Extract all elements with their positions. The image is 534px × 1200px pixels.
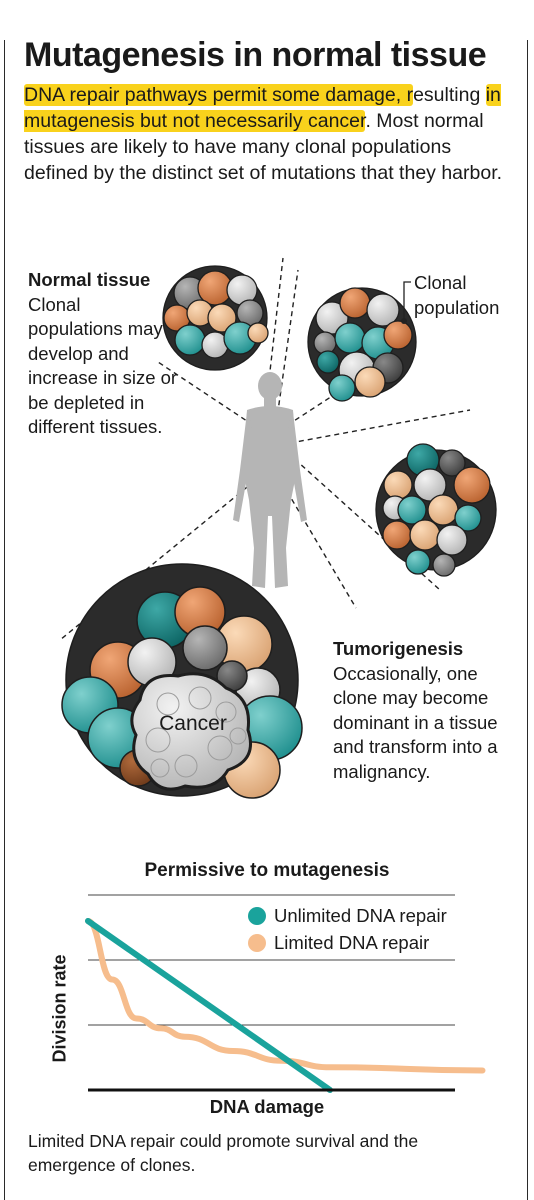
cancer-label: Cancer (159, 712, 227, 735)
chart-title: Permissive to mutagenesis (144, 860, 390, 881)
legend-label-unlimited: Unlimited DNA repair (274, 904, 447, 926)
series-line-unlimited-dna-repair (85, 918, 333, 1093)
chart-plot-area (85, 894, 486, 1093)
chart-x-axis-label: DNA damage (209, 1096, 325, 1117)
intro-text: DNA repair pathways permit some damage, … (24, 82, 514, 186)
chart-y-axis-label: Division rate (49, 954, 70, 1063)
intro-highlight-1: DNA repair pathways permit some damage, … (24, 84, 414, 106)
clonal-population-label: Clonal population (414, 272, 500, 318)
chart-caption: Limited DNA repair could promote surviva… (28, 1131, 419, 1175)
chart-legend: Unlimited DNA repair Limited DNA repair (248, 902, 447, 956)
human-body-icon (233, 372, 307, 588)
left-border-line (4, 40, 5, 1200)
tumorigenesis-heading: Tumorigenesis (333, 638, 464, 659)
clonal-pointer (401, 281, 411, 324)
legend-swatch-limited (248, 933, 266, 952)
intro-text-1: esulting (413, 84, 486, 106)
normal-tissue-heading: Normal tissue (28, 269, 151, 290)
legend-item-limited: Limited DNA repair (248, 929, 447, 956)
clone-cluster-2 (307, 287, 417, 402)
legend-label-limited: Limited DNA repair (274, 931, 430, 953)
legend-item-unlimited: Unlimited DNA repair (248, 902, 447, 929)
clone-cluster-1 (162, 265, 269, 371)
clone-cluster-3 (375, 443, 497, 577)
normal-tissue-body: Clonal populations may develop and incre… (28, 293, 178, 438)
tumor-cluster (61, 563, 303, 799)
legend-swatch-unlimited (248, 906, 266, 925)
tumorigenesis-body: Occasionally, one clone may become domin… (333, 662, 498, 782)
page-title: Mutagenesis in normal tissue (24, 36, 487, 74)
right-border-line (527, 40, 528, 1200)
intro-text-2: . Most normal tissues are likely to have… (24, 110, 503, 184)
normal-tissue-note: Normal tissue Clonal populations may dev… (28, 268, 178, 440)
tumorigenesis-note: Tumorigenesis Occasionally, one clone ma… (333, 637, 513, 784)
series-line-limited-dna-repair (85, 918, 486, 1074)
